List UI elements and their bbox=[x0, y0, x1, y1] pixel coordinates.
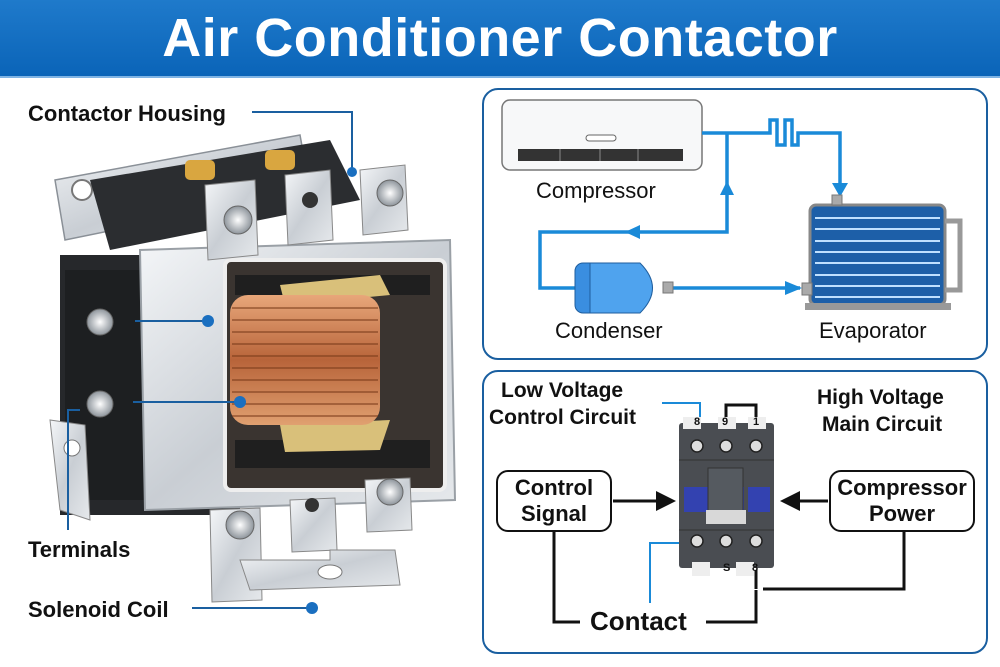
mount-hole bbox=[71, 179, 93, 201]
screw-terminal bbox=[749, 439, 763, 453]
label-high-voltage-line1: High Voltage bbox=[817, 386, 944, 409]
label-low-voltage-line2: Control Circuit bbox=[489, 406, 636, 429]
compressor-tank bbox=[574, 262, 674, 314]
bolt bbox=[86, 390, 114, 418]
label-high-voltage-line2: Main Circuit bbox=[822, 413, 943, 436]
wire-contact-right bbox=[706, 590, 758, 624]
brass-screw bbox=[185, 160, 215, 180]
copper-coil bbox=[230, 295, 380, 425]
pipe bbox=[538, 133, 729, 290]
contactor-illustration bbox=[49, 111, 457, 614]
bolt bbox=[376, 179, 404, 207]
callout-dot bbox=[202, 315, 214, 327]
arrow-left bbox=[780, 491, 800, 511]
title-banner: Air Conditioner Contactor bbox=[0, 0, 1000, 78]
bobbin-bottom bbox=[280, 420, 390, 452]
wire-control-return bbox=[552, 531, 580, 624]
bolt bbox=[225, 510, 255, 540]
flow-arrow bbox=[832, 183, 848, 197]
wire-power-return bbox=[763, 531, 906, 591]
label-compressor: Compressor bbox=[536, 178, 656, 203]
label-contact: Contact bbox=[590, 606, 687, 636]
compressor-power-line2: Power bbox=[868, 501, 936, 526]
control-signal-line1: Control bbox=[514, 475, 594, 500]
bolt bbox=[223, 205, 253, 235]
lower-bracket bbox=[49, 419, 91, 521]
terminal-mark: 1 bbox=[753, 416, 760, 428]
terminal-mark: 8 bbox=[752, 562, 759, 574]
flow-arrow bbox=[785, 281, 802, 295]
circuit-wiring bbox=[552, 402, 906, 624]
callout-dot bbox=[234, 396, 246, 408]
housing-leader bbox=[252, 111, 353, 172]
terminal-mark: 9 bbox=[722, 416, 729, 428]
label-low-voltage-line1: Low Voltage bbox=[501, 379, 624, 402]
pipe-coil bbox=[765, 118, 842, 185]
refrigeration-diagram bbox=[501, 99, 963, 314]
evaporator-coil bbox=[801, 194, 963, 310]
bolt bbox=[376, 478, 404, 506]
page-title: Air Conditioner Contactor bbox=[162, 8, 838, 68]
screw-terminal bbox=[719, 439, 733, 453]
compressor-power-line1: Compressor bbox=[837, 475, 967, 500]
terminal-mark: S bbox=[723, 562, 731, 574]
control-signal-line2: Signal bbox=[520, 501, 587, 526]
screw-terminal bbox=[690, 534, 704, 548]
screw-terminal bbox=[749, 534, 763, 548]
bolt bbox=[86, 308, 114, 336]
brass-screw bbox=[265, 150, 295, 170]
label-terminals: Terminals bbox=[28, 537, 131, 562]
screw-terminal bbox=[719, 534, 733, 548]
wire-top-bridge bbox=[724, 403, 758, 425]
terminal-leader-vertical bbox=[67, 409, 80, 530]
screw-terminal bbox=[690, 439, 704, 453]
arrow-right bbox=[656, 491, 676, 511]
callout-dot bbox=[347, 167, 357, 177]
label-evaporator: Evaporator bbox=[819, 318, 927, 343]
low-voltage-leader bbox=[662, 402, 701, 423]
callout-dot bbox=[306, 602, 318, 614]
flow-arrow bbox=[720, 181, 734, 195]
label-solenoid-coil: Solenoid Coil bbox=[28, 597, 169, 622]
terminal-mark: 8 bbox=[694, 416, 701, 428]
flow-arrow bbox=[625, 225, 640, 239]
label-condenser: Condenser bbox=[555, 318, 663, 343]
label-contactor-housing: Contactor Housing bbox=[28, 101, 226, 126]
contactor-device bbox=[679, 417, 774, 576]
contact-leader bbox=[649, 542, 680, 603]
